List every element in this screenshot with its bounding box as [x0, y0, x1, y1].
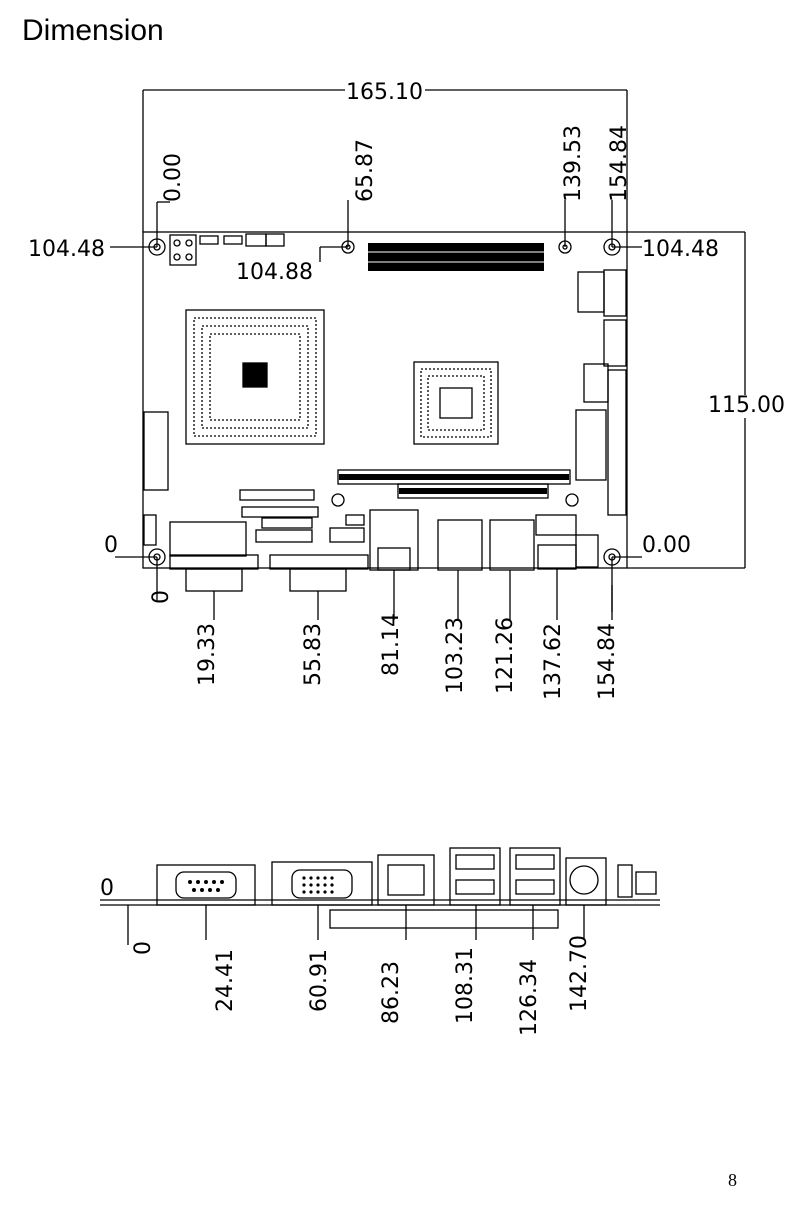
bottom-x-label-3: 81.14 [379, 613, 404, 676]
width-dimension-label: 165.10 [346, 80, 423, 105]
mid-hole-y-label: 104.88 [236, 260, 313, 285]
right-hole-y-label: 104.48 [642, 237, 719, 262]
bottom-x-label-7: 154.84 [595, 623, 620, 700]
bottom-x-label-5: 121.26 [493, 617, 518, 694]
bottom-x-label-2: 55.83 [301, 623, 326, 686]
side-x-label-2: 60.91 [307, 949, 332, 1012]
bottom-x-label-4: 103.23 [443, 617, 468, 694]
side-x-label-6: 142.70 [567, 935, 592, 1012]
top-x-label-3: 139.53 [561, 125, 586, 202]
header-pin-rows [368, 251, 544, 263]
bottom-x-label-6: 137.62 [541, 623, 566, 700]
left-hole-y-label: 104.48 [28, 237, 105, 262]
top-x-label-4: 154.84 [607, 125, 632, 202]
board-side-view [100, 847, 660, 945]
board-headers [339, 243, 569, 494]
connector-pins [188, 876, 334, 894]
side-origin-x-label: 0 [131, 941, 156, 955]
board-top-view [110, 89, 746, 620]
bottom-left-origin-y-label: 0 [104, 533, 118, 558]
page-title: Dimension [22, 14, 164, 47]
side-x-label-5: 126.34 [517, 959, 542, 1036]
side-origin-y-label: 0 [100, 876, 114, 901]
side-x-label-3: 86.23 [379, 961, 404, 1024]
side-x-label-1: 24.41 [213, 949, 238, 1012]
side-x-label-4: 108.31 [453, 947, 478, 1024]
bottom-right-origin-label: 0.00 [642, 533, 691, 558]
bottom-left-origin-x-label: 0 [149, 590, 174, 604]
bottom-x-label-1: 19.33 [195, 623, 220, 686]
page-number: 8 [728, 1170, 737, 1190]
top-x-label-1: 0.00 [161, 153, 186, 202]
height-dimension-label: 115.00 [708, 393, 785, 418]
top-x-label-2: 65.87 [353, 139, 378, 202]
